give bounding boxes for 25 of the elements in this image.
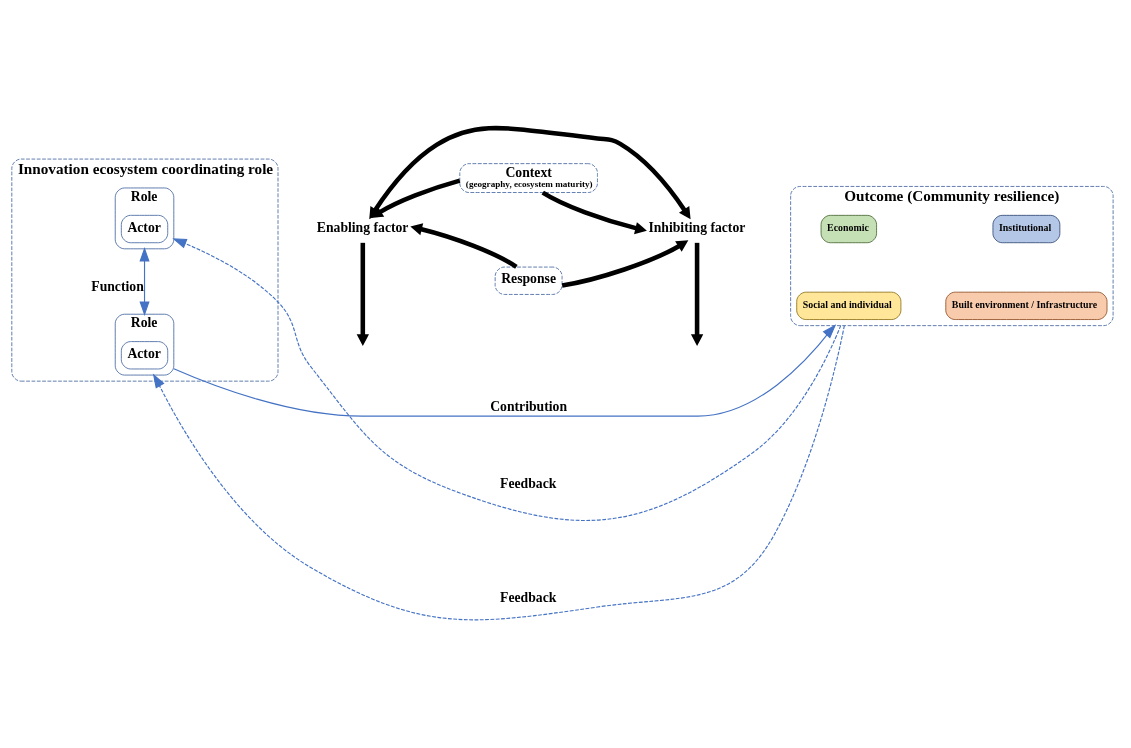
node-box: Actor (120, 341, 169, 370)
edge-label: Contribution (490, 399, 568, 415)
node-box: Institutional (992, 214, 1061, 244)
node-text: Enabling factor (316, 219, 409, 235)
node-box: Actor (120, 214, 169, 244)
node-text: Inhibiting factor (648, 219, 746, 235)
edge-label: Feedback (500, 475, 557, 491)
arrow (561, 240, 689, 288)
arrow (152, 325, 845, 621)
arrow (410, 223, 518, 269)
arrow (371, 178, 461, 218)
arrow (173, 324, 837, 417)
arrow (356, 242, 369, 347)
node-box: Built environment / Infrastructure (945, 291, 1108, 320)
arrow (690, 242, 704, 347)
node-box: Response (494, 266, 563, 295)
edge-label: Function (91, 279, 144, 295)
arrow (139, 247, 150, 316)
node-box: Social and individual (796, 291, 902, 320)
node-box: Context (geography, ecosystem maturity) (459, 163, 598, 193)
arrow (172, 238, 842, 521)
arrow (541, 190, 647, 235)
node-box: Economic (820, 214, 877, 244)
edge-label: Feedback (500, 590, 557, 606)
arrow (369, 125, 691, 220)
